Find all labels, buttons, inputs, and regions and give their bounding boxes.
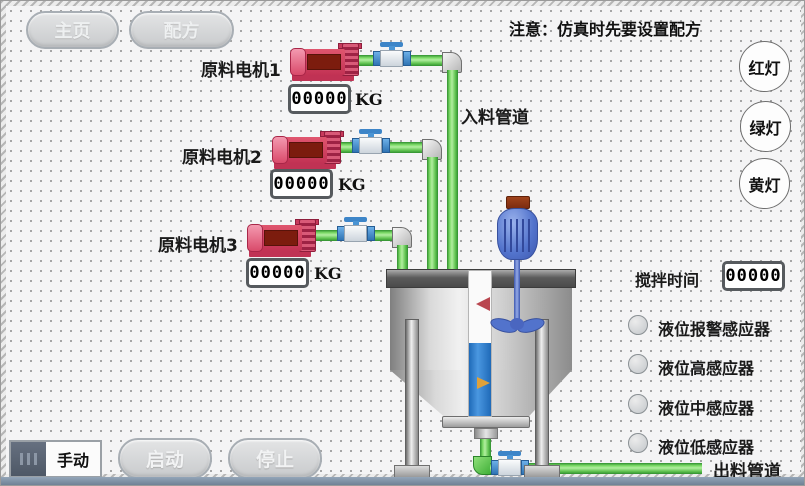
toggle-mode-label: 手动 — [56, 451, 89, 470]
motor1-weight-unit: KG — [355, 90, 383, 109]
valve3-stem — [353, 221, 359, 227]
pump1-nameplate — [307, 54, 341, 70]
motor3-weight-value: 00000 — [249, 263, 306, 283]
motor2-weight-display[interactable]: 00000 — [270, 169, 333, 199]
pipe-inlet-main — [447, 70, 458, 271]
stir-time-display[interactable]: 00000 — [722, 261, 785, 291]
indicator-light-red: 红灯 — [739, 41, 790, 92]
level-low-marker-icon — [477, 377, 490, 389]
valve2-body — [359, 137, 382, 154]
nav-button-home-label: 主页 — [54, 21, 91, 42]
motor3-weight-display[interactable]: 00000 — [246, 258, 309, 288]
valve-motor3 — [337, 217, 375, 243]
stir-time-label: 搅拌时间 — [635, 271, 700, 290]
pipe-outlet-down — [480, 437, 491, 459]
valve1-body — [380, 50, 403, 67]
sensor-indicator-low — [628, 433, 648, 453]
agitator-hub — [510, 318, 524, 330]
valve2-handle-icon — [359, 129, 382, 134]
pump2-base — [274, 162, 336, 169]
toggle-knob[interactable] — [11, 442, 46, 476]
valve3-body — [344, 225, 367, 242]
pump1-motor-cylinder — [290, 48, 306, 76]
valve1-flange-right — [403, 51, 411, 66]
manual-auto-toggle[interactable]: 手动 — [9, 440, 102, 478]
level-high-marker-icon — [476, 297, 490, 311]
indicator-light-yellow-label: 黄灯 — [748, 175, 781, 195]
start-button-label: 启动 — [145, 449, 184, 471]
pump1-base — [292, 74, 354, 81]
pipe-motor3-vertical — [397, 245, 408, 271]
inlet-pipe-label: 入料管道 — [461, 108, 529, 128]
valve2-flange-right — [382, 138, 390, 153]
sensor-alarm-label: 液位报警感应器 — [658, 320, 771, 339]
indicator-light-green: 绿灯 — [740, 101, 791, 152]
pipe-motor2-vertical — [427, 157, 438, 271]
nav-button-recipe[interactable]: 配方 — [129, 11, 234, 49]
sensor-indicator-high — [628, 354, 648, 374]
valve3-handle-icon — [344, 217, 367, 222]
valve4-handle-icon — [498, 451, 521, 456]
nav-button-recipe-label: 配方 — [163, 21, 200, 42]
valve-motor2 — [352, 129, 390, 155]
pump2-motor-cylinder — [272, 136, 288, 164]
sensor-low-label: 液位低感应器 — [658, 438, 755, 457]
pipe-outlet-horizontal — [490, 463, 702, 474]
valve1-handle-icon — [380, 42, 403, 47]
tank-leg-right — [535, 319, 549, 467]
valve4-stem — [507, 455, 513, 461]
valve1-stem — [389, 46, 395, 52]
valve3-flange-right — [367, 226, 375, 241]
stop-button[interactable]: 停止 — [228, 438, 322, 479]
sensor-indicator-mid — [628, 394, 648, 414]
sensor-indicator-alarm — [628, 315, 648, 335]
pump-motor-1 — [290, 43, 364, 81]
indicator-light-red-label: 红灯 — [748, 58, 781, 78]
motor3-weight-unit: KG — [314, 264, 342, 283]
valve2-stem — [368, 133, 374, 139]
motor1-weight-display[interactable]: 00000 — [288, 84, 351, 114]
motor2-weight-value: 00000 — [273, 174, 330, 194]
pump3-nameplate — [264, 230, 298, 246]
motor3-label: 原料电机3 — [158, 236, 238, 256]
motor1-label: 原料电机1 — [201, 61, 281, 81]
tank-leg-left — [405, 319, 419, 467]
pump3-motor-cylinder — [247, 224, 263, 252]
motor2-weight-unit: KG — [338, 175, 366, 194]
note-text: 注意：仿真时先要设置配方 — [509, 20, 702, 39]
pump2-nameplate — [289, 142, 323, 158]
stir-time-value: 00000 — [725, 266, 782, 286]
valve4-body — [498, 459, 521, 476]
nav-button-home[interactable]: 主页 — [26, 11, 119, 49]
pump-motor-3 — [247, 219, 321, 257]
tank-outlet-neck — [474, 428, 498, 439]
status-bar — [1, 477, 804, 485]
grip-icon — [20, 453, 37, 465]
motor1-weight-value: 00000 — [291, 89, 348, 109]
valve-motor1 — [373, 42, 411, 68]
pump3-base — [249, 250, 311, 257]
tank-outlet-flange — [442, 416, 530, 428]
motor2-label: 原料电机2 — [182, 148, 262, 168]
start-button[interactable]: 启动 — [118, 438, 212, 479]
indicator-light-yellow: 黄灯 — [739, 158, 790, 209]
pump-motor-2 — [272, 131, 346, 169]
sensor-high-label: 液位高感应器 — [658, 359, 755, 378]
indicator-light-green-label: 绿灯 — [749, 118, 782, 138]
stop-button-label: 停止 — [255, 449, 294, 471]
sensor-mid-label: 液位中感应器 — [658, 399, 755, 418]
agitator-shaft — [514, 258, 520, 328]
agitator-motor-ribs — [504, 219, 532, 252]
